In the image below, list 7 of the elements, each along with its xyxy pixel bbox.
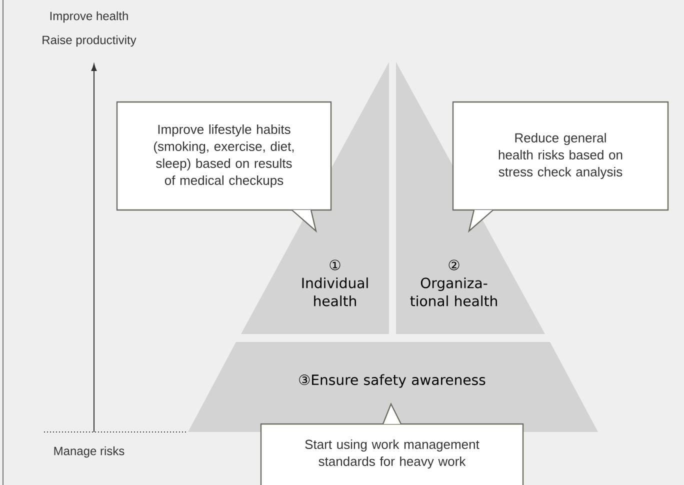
axis-label: Improve health [50,11,128,23]
callout-box: Reduce general health risks based on stress check analysis [452,101,669,233]
callout-box: Improve lifestyle habits (smoking, exercise, diet, sleep) based on results of medical checkups [116,101,332,233]
pyramid-segment: ③Ensure safety awareness [188,342,598,432]
axis-label: Manage risks [54,446,124,458]
callout-box: Start using work management standards for heavy work [260,402,524,485]
axis-label: Raise productivity [42,35,136,47]
